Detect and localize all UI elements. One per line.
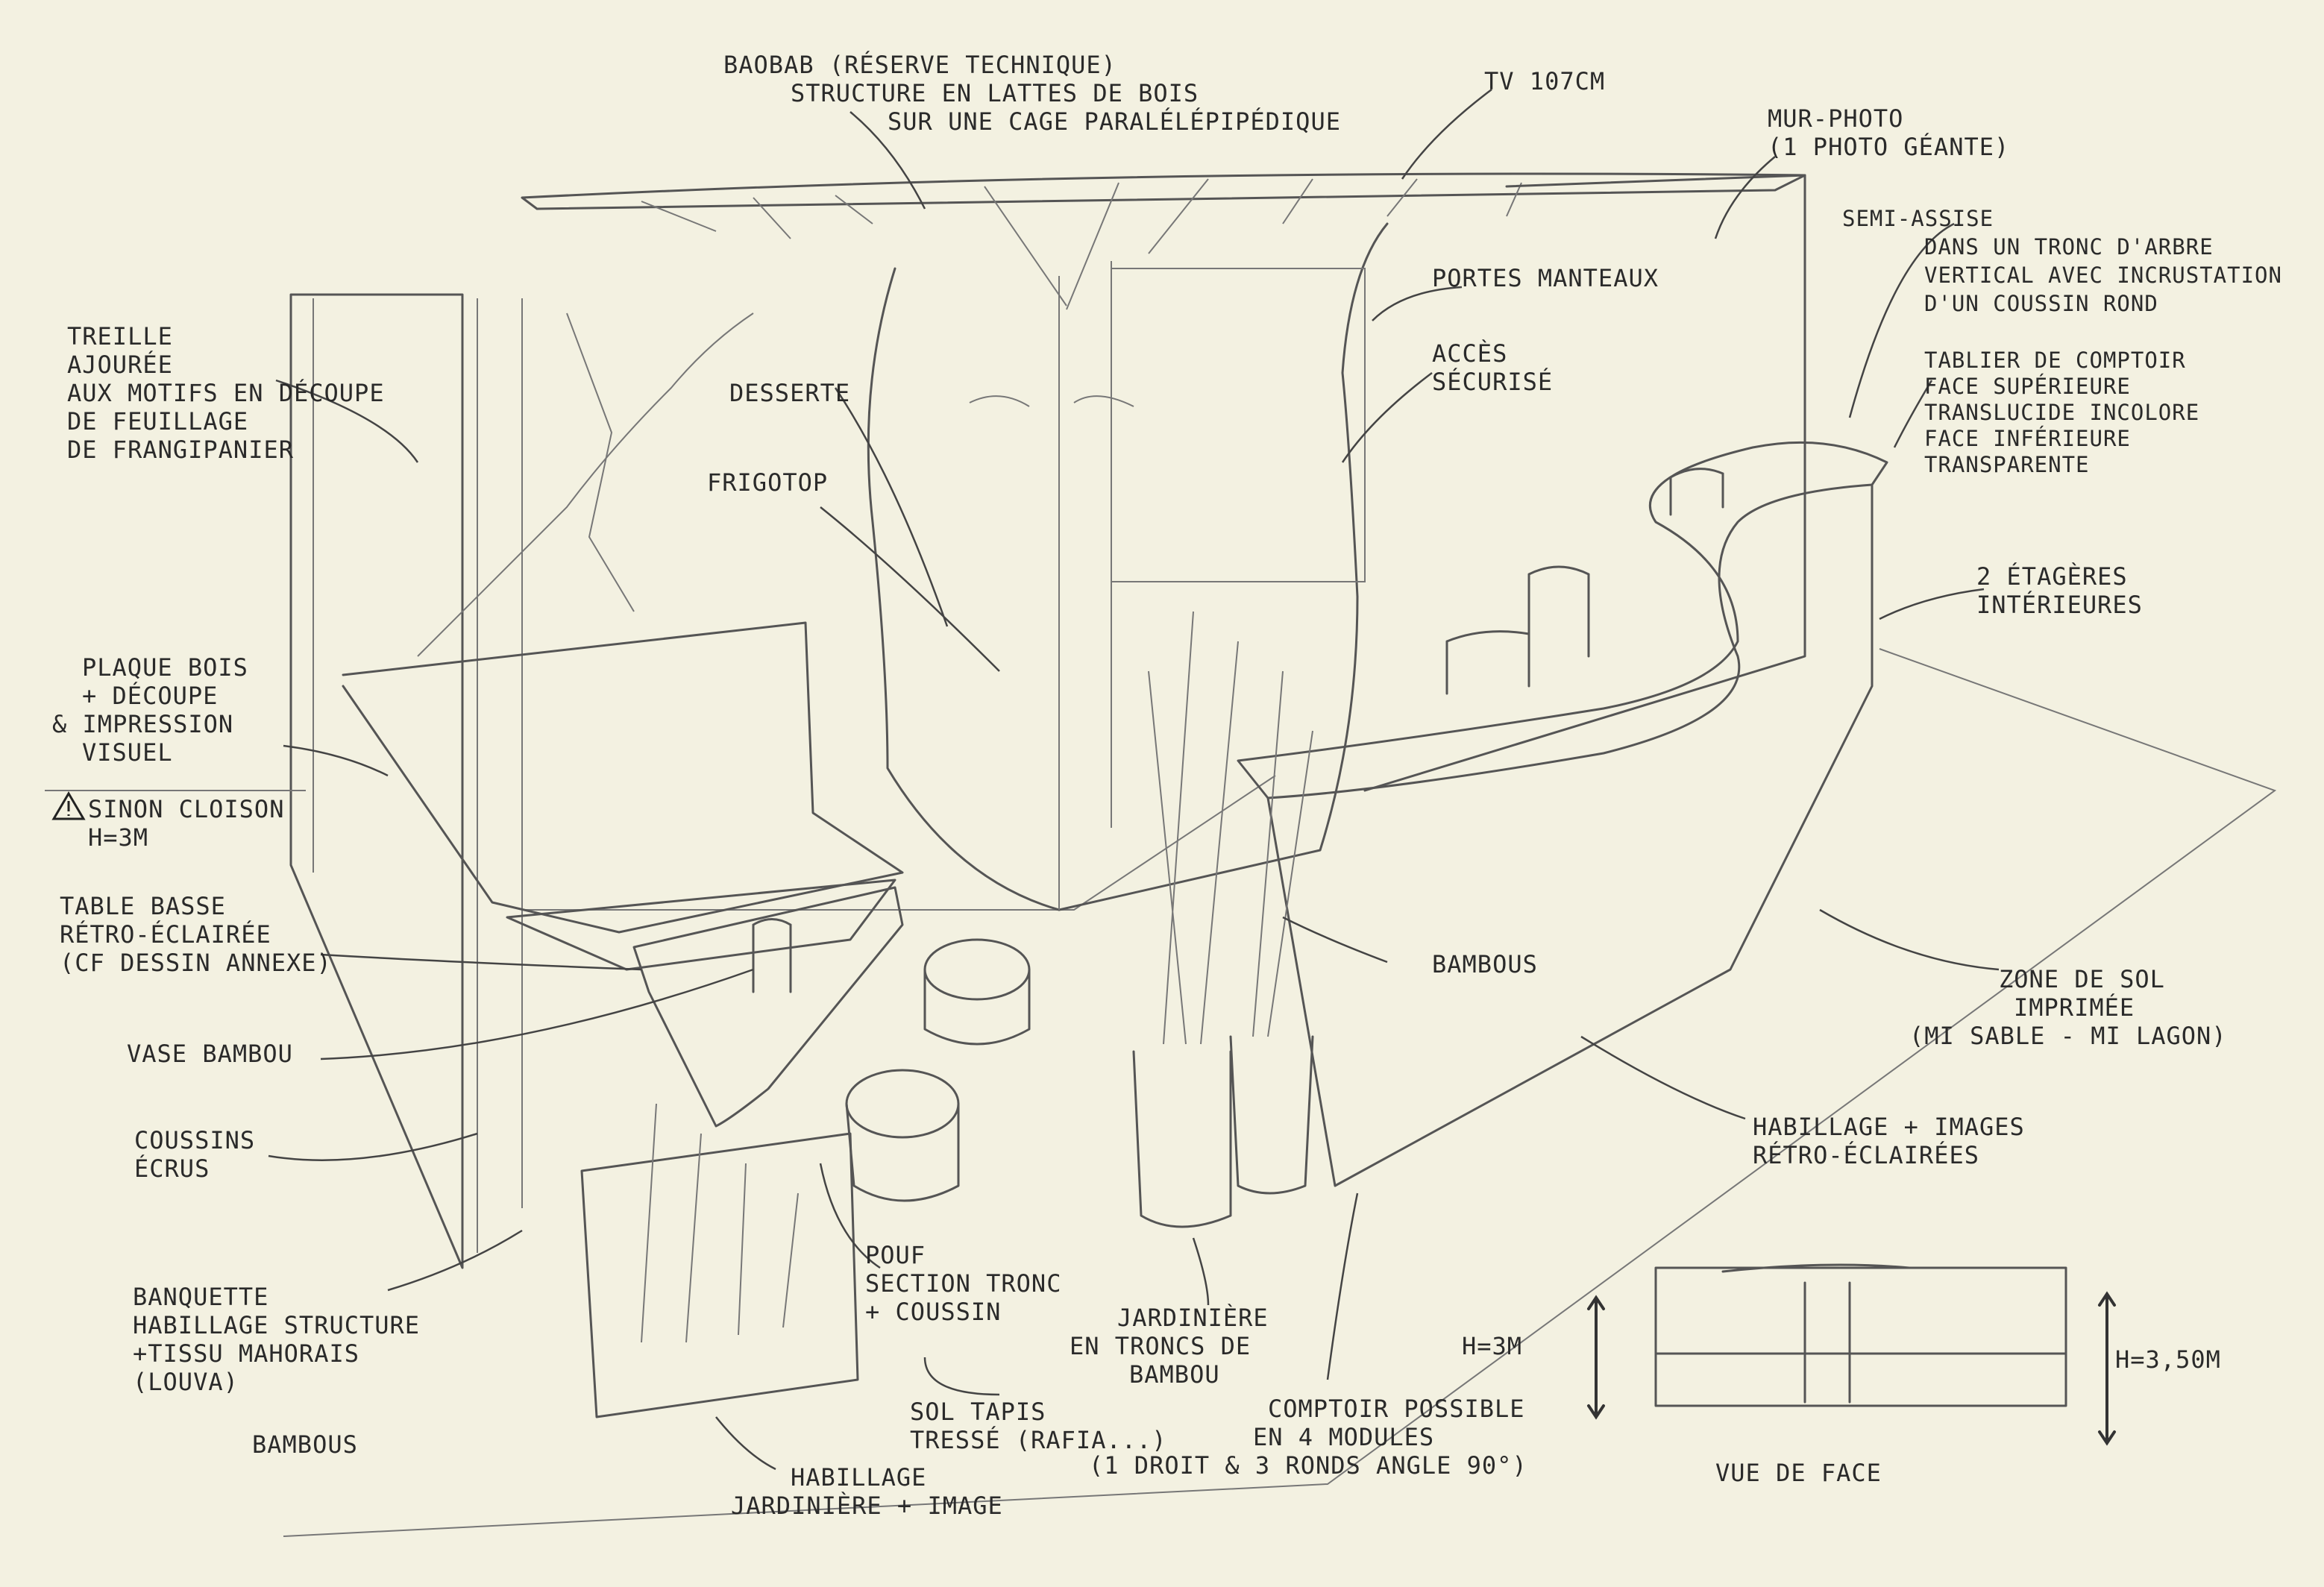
frangipanier-motif-2: [566, 312, 635, 612]
leader-plaque: [283, 744, 389, 777]
label-pouf: POUF SECTION TRONC + COUSSIN: [865, 1241, 1062, 1326]
pouf-2-body: [845, 1102, 960, 1202]
label-acces: ACCÈS SÉCURISÉ: [1432, 339, 1554, 396]
label-baobab: BAOBAB (RÉSERVE TECHNIQUE) STRUCTURE EN …: [723, 51, 1341, 136]
treille-wall: [289, 293, 464, 1269]
bamboo-stems: [1148, 611, 1313, 1045]
label-plaque-bois: PLAQUE BOIS + DÉCOUPE & IMPRESSION VISUE…: [52, 653, 248, 767]
label-h3m: H=3m: [1462, 1332, 1523, 1360]
leader-portes-manteaux: [1372, 286, 1463, 321]
bamboo-stems-left: [641, 1103, 799, 1343]
label-banquette: BANQUETTE HABILLAGE STRUCTURE +TISSU MAH…: [133, 1283, 421, 1396]
leader-sol-tapis: [923, 1357, 1000, 1396]
label-habillage-images: HABILLAGE + IMAGES RÉTRO-ÉCLAIRÉES: [1753, 1113, 2025, 1169]
coat-hooks: [969, 395, 1134, 407]
leader-habillage-images: [1580, 1035, 1746, 1120]
leader-bambous-center: [1282, 916, 1388, 964]
leader-baobab: [849, 111, 926, 210]
tv-screen: [1111, 268, 1366, 582]
mur-photo: [1363, 174, 1806, 792]
leader-acces: [1341, 372, 1433, 463]
label-mur-photo: MUR-PHOTO (1 PHOTO GÉANTE): [1768, 104, 2010, 161]
label-vase-bambou: VASE BAMBOU: [127, 1040, 293, 1068]
vase-bambou: [752, 918, 792, 993]
banquette-seat: [506, 879, 896, 971]
low-table: [632, 886, 904, 1128]
leader-tv: [1401, 89, 1492, 180]
leader-vase: [320, 968, 754, 1060]
front-view-outline: [1654, 1266, 2067, 1407]
baobab-canopy: [521, 172, 1806, 210]
leader-banquette: [387, 1229, 523, 1292]
label-zone-sol: ZONE DE SOL IMPRIMÉE (MI SABLE - MI LAGO…: [1909, 965, 2227, 1050]
leader-frigotop: [820, 506, 1000, 672]
banquette-back: [342, 621, 904, 934]
floor-outline: [283, 648, 2277, 1537]
label-coussins: COUSSINS ÉCRUS: [134, 1126, 256, 1183]
leader-semi-assise: [1848, 222, 1955, 418]
baobab-branches: [641, 178, 1522, 310]
h350-arrow: [2098, 1291, 2116, 1446]
pouf-1: [923, 938, 1031, 1001]
label-sinon-cloison: SINON CLOISON H=3m: [88, 795, 285, 852]
leader-tablier: [1893, 380, 1933, 448]
label-vue-face: VUE DE FACE: [1715, 1459, 1882, 1487]
shelf-cylinder-2: [1527, 565, 1590, 673]
leader-table-basse: [320, 953, 642, 971]
label-table-basse: TABLE BASSE RÉTRO-ÉCLAIRÉE (CF DESSIN AN…: [60, 892, 332, 977]
label-treille: TREILLE AJOURÉE AUX MOTIFS EN DÉCOUPE DE…: [67, 322, 385, 464]
pouf-2: [845, 1069, 960, 1139]
bamboo-pot-2: [1229, 1035, 1314, 1195]
label-portes-manteaux: PORTES MANTEAUX: [1432, 264, 1659, 292]
label-comptoir: COMPTOIR POSSIBLE EN 4 MODULES (1 DROIT …: [1089, 1395, 1527, 1480]
counter-top: [1237, 441, 1888, 799]
label-tablier: TABLIER DE COMPTOIR FACE SUPÉRIEURE TRAN…: [1924, 348, 2200, 477]
label-habillage-jardiniere: HABILLAGE JARDINIÈRE + IMAGE: [731, 1463, 1003, 1520]
leader-coussins: [268, 1132, 478, 1161]
leader-desserte: [834, 387, 949, 627]
label-sol-tapis: SOL TAPIS TRESSÉ (RAFIA...): [910, 1398, 1167, 1454]
leader-mur-photo: [1714, 156, 1776, 239]
label-desserte: DESSERTE: [729, 379, 851, 407]
jardiniere-box: [580, 1132, 859, 1418]
leader-treille: [275, 379, 419, 463]
h3m-arrow: [1587, 1295, 1605, 1420]
label-semi-assise: SEMI-ASSISE DANS UN TRONC D'ARBRE VERTIC…: [1842, 206, 2282, 316]
shelf-cylinder-1: [1445, 630, 1530, 695]
leader-jardiniere: [1192, 1237, 1210, 1306]
pouf-1-body: [923, 968, 1031, 1046]
semi-assise-trunk: [1669, 468, 1724, 516]
frangipanier-motif: [417, 312, 754, 657]
warning-triangle-icon: [51, 791, 86, 820]
baobab-cage-edges: [1058, 261, 1112, 910]
label-etageres: 2 ÉTAGÈRES INTÉRIEURES: [1976, 562, 2143, 619]
leader-habillage-jardiniere: [715, 1416, 776, 1471]
front-view-details: [1654, 1263, 2067, 1404]
leader-comptoir: [1326, 1192, 1359, 1380]
leader-pouf: [819, 1163, 881, 1269]
baobab-trunk: [867, 222, 1389, 911]
label-frigotop: FRIGOTOP: [707, 468, 829, 497]
label-bambous-center: BAMBOUS: [1432, 950, 1538, 978]
floor-back-line: [522, 775, 1276, 911]
label-bambous-left: BAMBOUS: [252, 1430, 358, 1459]
label-h350: H=3,50m: [2115, 1345, 2221, 1374]
leader-etageres: [1879, 588, 1985, 620]
label-tv: TV 107cm: [1484, 67, 1606, 95]
counter-front: [1266, 483, 1874, 1187]
bamboo-pot-1: [1132, 1050, 1232, 1228]
label-jardiniere: JARDINIÈRE EN TRONCS DE BAMBOU: [1070, 1304, 1269, 1389]
leader-zone-sol: [1819, 908, 2000, 971]
